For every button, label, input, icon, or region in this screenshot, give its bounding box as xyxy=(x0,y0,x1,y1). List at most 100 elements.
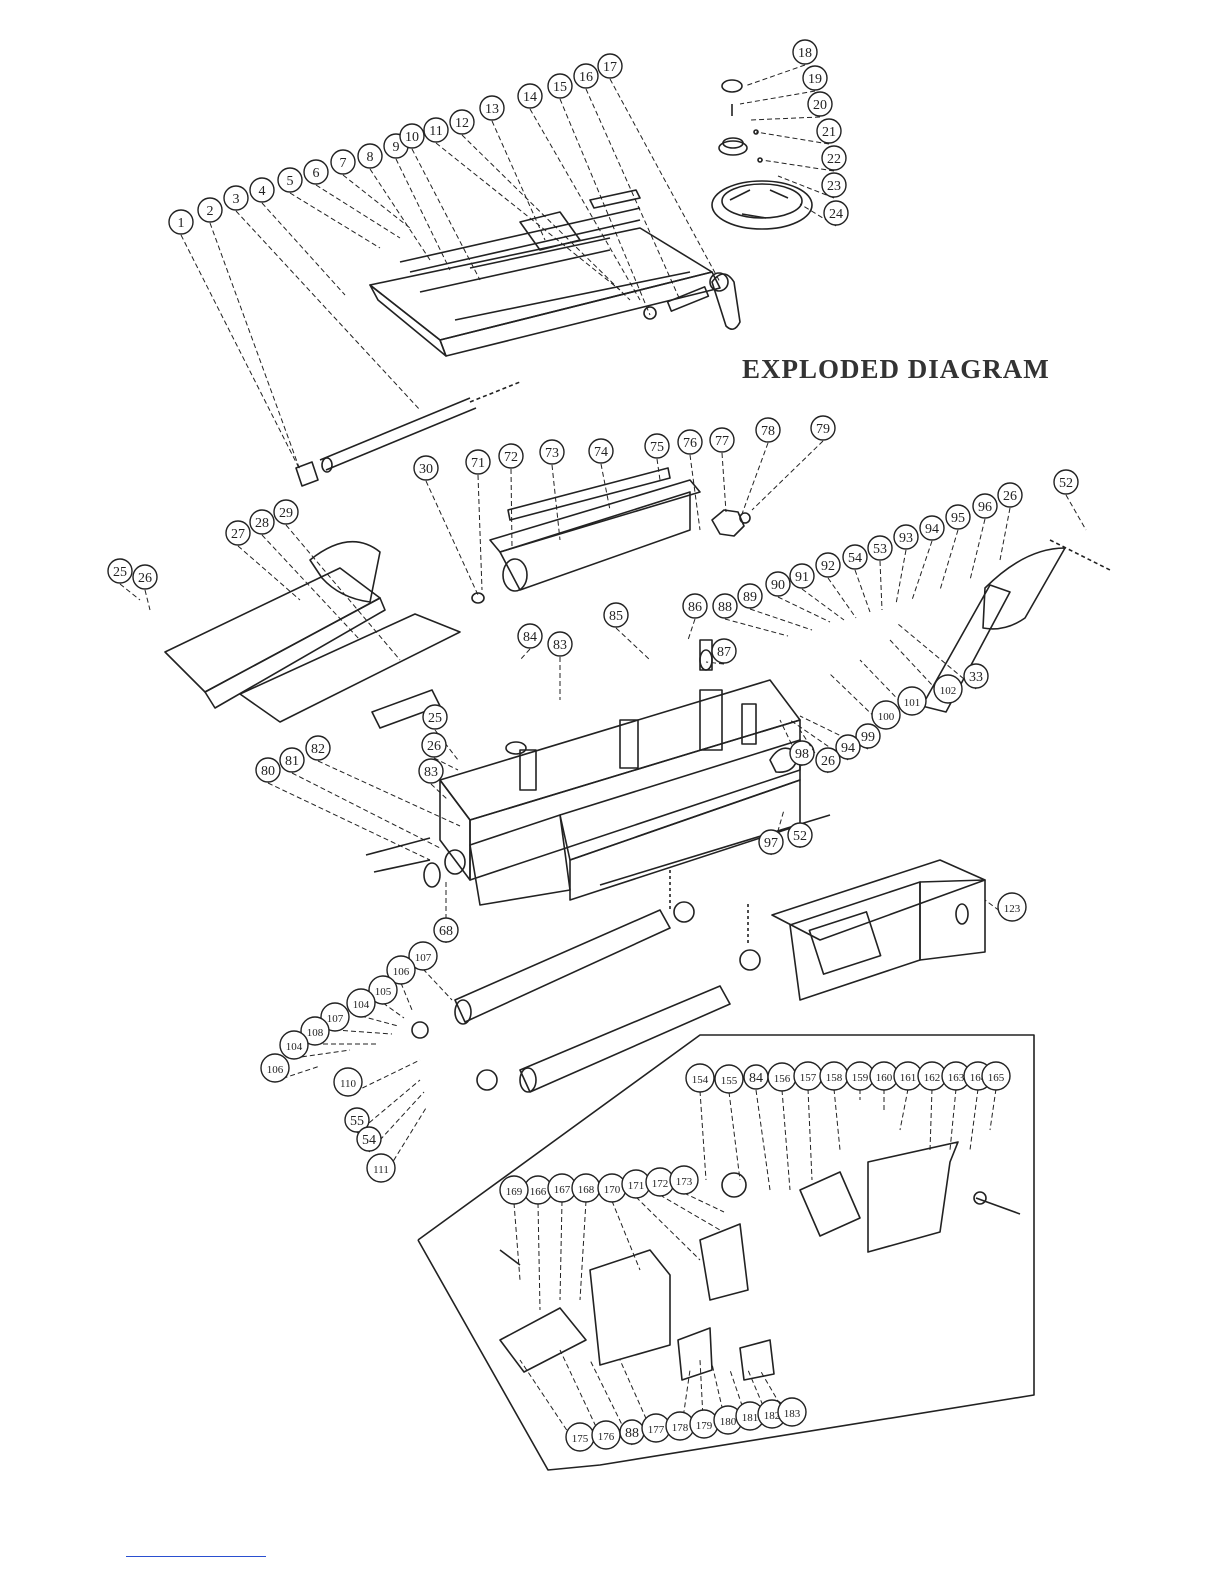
callout-c19: 19 xyxy=(739,65,828,105)
callout-number: 163 xyxy=(948,1072,965,1084)
leader-line xyxy=(609,78,721,283)
callout-c88: 88 xyxy=(712,593,789,637)
callout-c177: 177 xyxy=(619,1359,671,1443)
callout-circle xyxy=(712,593,738,619)
leader-line xyxy=(1065,494,1087,531)
callout-circle xyxy=(368,975,398,1005)
callout-c181: 181 xyxy=(729,1369,765,1431)
callout-number: 180 xyxy=(720,1416,737,1428)
callout-circle xyxy=(963,663,989,689)
callout-c26c: 26 xyxy=(799,729,841,774)
leader-line xyxy=(656,458,661,481)
callout-number: 78 xyxy=(761,424,775,439)
callout-number: 81 xyxy=(285,754,299,769)
leader-line xyxy=(755,1089,771,1191)
leader-line xyxy=(356,1079,421,1134)
callout-number: 168 xyxy=(578,1184,595,1196)
callout-c93: 93 xyxy=(893,524,919,605)
callout-number: 106 xyxy=(393,966,410,978)
leader-line xyxy=(529,108,641,301)
leader-line xyxy=(144,589,151,611)
callout-c33: 33 xyxy=(897,623,989,690)
leader-line xyxy=(119,583,141,601)
callout-circle xyxy=(821,145,847,171)
callout-circle xyxy=(539,439,565,465)
leader-line xyxy=(411,148,481,281)
callout-circle xyxy=(330,149,356,175)
callout-number: 102 xyxy=(940,685,957,697)
callout-c7: 7 xyxy=(330,149,411,229)
callout-c26b: 26 xyxy=(997,482,1023,561)
callout-circle xyxy=(498,443,524,469)
callout-c16: 16 xyxy=(573,63,681,301)
callout-c17: 17 xyxy=(597,53,721,283)
feed-rollers xyxy=(411,870,761,1093)
callout-number: 26 xyxy=(138,571,152,586)
leader-line xyxy=(689,454,701,531)
callout-number: 82 xyxy=(311,742,325,757)
callout-number: 4 xyxy=(259,184,266,199)
callout-number: 97 xyxy=(764,836,778,851)
callout-number: 182 xyxy=(764,1410,781,1422)
callout-number: 91 xyxy=(795,570,809,585)
callout-number: 83 xyxy=(553,638,567,653)
callout-number: 76 xyxy=(683,436,697,451)
callout-number: 54 xyxy=(848,551,862,566)
callout-circle xyxy=(823,200,849,226)
callout-circle xyxy=(737,583,763,609)
callout-number: 89 xyxy=(743,590,757,605)
callout-c9: 9 xyxy=(383,133,451,271)
callout-circle xyxy=(107,558,133,584)
callout-c111: 111 xyxy=(366,1107,427,1183)
leader-line xyxy=(897,623,977,690)
callout-c84b: 84 xyxy=(743,1064,771,1191)
callout-c169: 169 xyxy=(499,1175,529,1281)
callout-c15: 15 xyxy=(547,73,651,316)
callout-number: 100 xyxy=(878,711,895,723)
callout-number: 157 xyxy=(800,1072,817,1084)
callout-c91: 91 xyxy=(789,563,845,621)
callout-circle xyxy=(755,417,781,443)
callout-number: 110 xyxy=(340,1078,357,1090)
leader-line xyxy=(334,1029,393,1035)
leader-line xyxy=(755,131,830,145)
callout-number: 172 xyxy=(652,1178,669,1190)
leader-line xyxy=(342,174,411,229)
callout-number: 33 xyxy=(969,670,983,685)
callout-c82: 82 xyxy=(305,735,461,827)
leader-line xyxy=(261,202,346,296)
callout-c180: 180 xyxy=(711,1363,743,1435)
leader-line xyxy=(911,540,933,601)
callout-number: 107 xyxy=(327,1013,344,1025)
callout-c163: 163 xyxy=(941,1061,971,1151)
callout-c8: 8 xyxy=(357,143,431,261)
leader-line xyxy=(261,534,361,641)
top-assembly xyxy=(295,189,741,487)
callout-circle xyxy=(682,593,708,619)
callout-circle xyxy=(255,757,281,783)
callout-c183: 183 xyxy=(759,1369,807,1427)
callout-circle xyxy=(871,700,901,730)
callout-c104: 104 xyxy=(346,988,399,1027)
callout-circle xyxy=(320,1002,350,1032)
leader-line xyxy=(989,1088,997,1131)
callout-circle xyxy=(807,91,833,117)
callout-c107b: 107 xyxy=(320,1002,393,1035)
callout-circle xyxy=(260,1053,290,1083)
leader-line xyxy=(519,648,531,661)
callout-c162: 162 xyxy=(917,1061,947,1151)
callout-circle xyxy=(789,563,815,589)
callout-c68: 68 xyxy=(433,880,459,943)
leader-line xyxy=(267,782,431,861)
callout-c21: 21 xyxy=(755,118,842,145)
callout-circle xyxy=(789,740,815,766)
callout-number: 19 xyxy=(808,72,822,87)
callout-number: 171 xyxy=(628,1180,645,1192)
callout-c171: 171 xyxy=(621,1169,701,1261)
callout-number: 160 xyxy=(876,1072,893,1084)
callout-number: 176 xyxy=(598,1431,615,1443)
callout-c98: 98 xyxy=(779,719,815,767)
leader-line xyxy=(807,1088,813,1181)
callout-number: 93 xyxy=(899,531,913,546)
